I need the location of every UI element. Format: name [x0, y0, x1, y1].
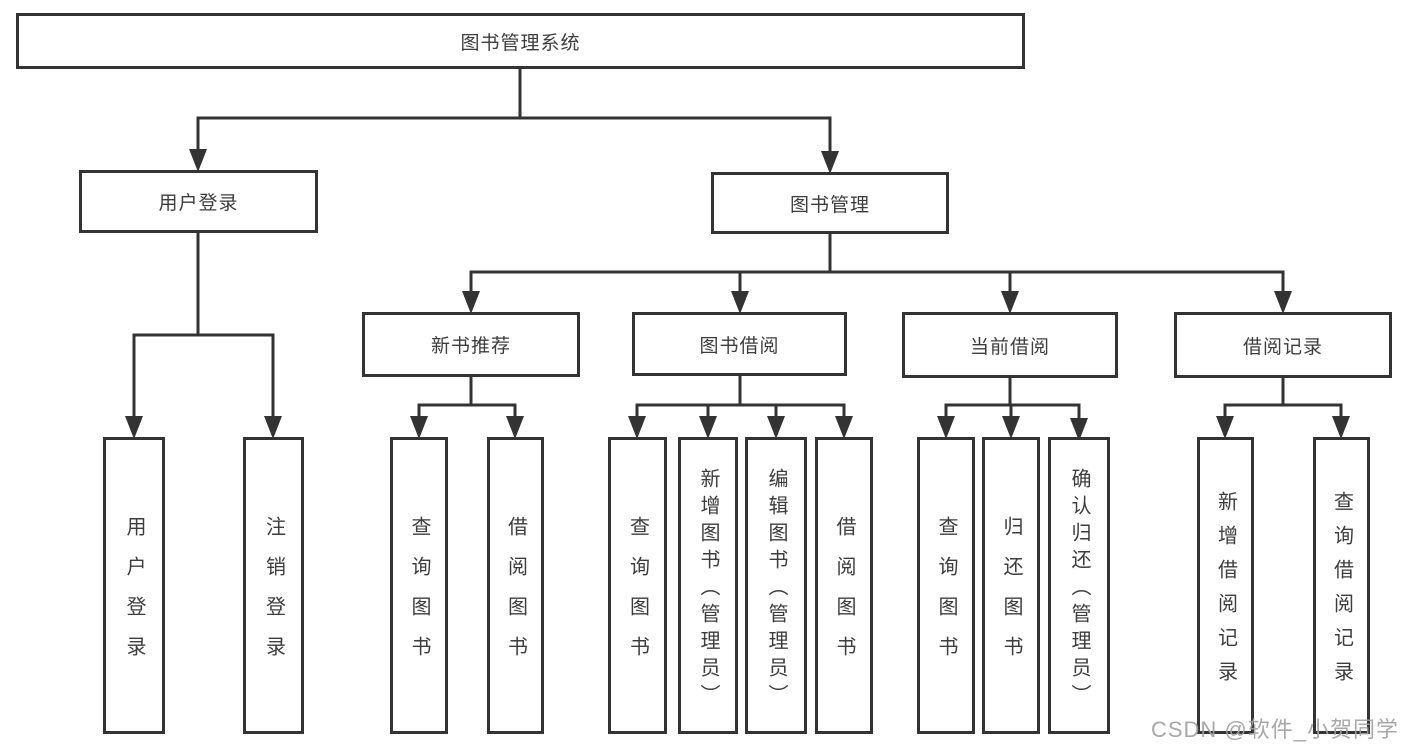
arrowhead-icon: [731, 291, 749, 314]
node-book-management: 图书管理: [711, 172, 949, 234]
arrowhead-icon: [767, 416, 785, 439]
leaf-label: 查询借阅记录: [1330, 490, 1353, 695]
leaf-borrow-books: 借阅图书: [815, 437, 873, 734]
node-book-borrowing: 图书借阅: [632, 312, 847, 376]
leaf-logout: 注销登录: [243, 437, 304, 734]
arrowhead-icon: [189, 149, 207, 172]
leaf-label: 查询图书: [935, 515, 957, 676]
arrowhead-icon: [125, 416, 143, 439]
leaf-add-borrow-record: 新增借阅记录: [1197, 437, 1254, 734]
node-library-management-system: 图书管理系统: [16, 13, 1025, 69]
node-current-borrowing: 当前借阅: [902, 312, 1118, 378]
node-label: 图书借阅: [699, 335, 780, 357]
leaf-label: 用户登录: [123, 515, 145, 676]
node-user-login: 用户登录: [79, 170, 318, 233]
node-borrowing-records: 借阅记录: [1174, 312, 1392, 378]
leaf-label: 借阅图书: [833, 515, 855, 676]
arrowhead-icon: [1002, 416, 1020, 439]
leaf-query-books-current: 查询图书: [917, 437, 975, 734]
leaf-label: 新增借阅记录: [1214, 490, 1237, 695]
leaf-edit-book-admin: 编辑图书（管理员）: [745, 437, 807, 734]
leaf-confirm-return-admin: 确认归还（管理员）: [1048, 437, 1110, 734]
arrowhead-icon: [835, 416, 853, 439]
node-label: 图书管理系统: [460, 32, 581, 54]
arrowhead-icon: [1216, 416, 1234, 439]
node-label: 图书管理: [789, 194, 870, 216]
node-label: 用户登录: [158, 193, 239, 214]
arrowhead-icon: [1274, 291, 1292, 314]
node-label: 借阅记录: [1242, 336, 1323, 358]
leaf-label: 借阅图书: [504, 515, 527, 676]
leaf-label: 归还图书: [1000, 515, 1022, 676]
leaf-query-borrow-record: 查询借阅记录: [1313, 437, 1370, 734]
node-new-book-recommendation: 新书推荐: [362, 312, 580, 377]
arrowhead-icon: [1070, 418, 1088, 441]
leaf-label: 查询图书: [626, 515, 649, 676]
arrowhead-icon: [410, 416, 428, 439]
leaf-label: 注销登录: [262, 515, 285, 676]
arrowhead-icon: [1332, 416, 1350, 439]
node-label: 当前借阅: [969, 336, 1050, 358]
arrowhead-icon: [1001, 291, 1019, 314]
arrowhead-icon: [506, 416, 524, 439]
leaf-borrow-books-recommend: 借阅图书: [487, 437, 544, 734]
arrowhead-icon: [699, 416, 717, 439]
csdn-watermark: CSDN @软件_小贺同学: [1150, 717, 1399, 742]
arrowhead-icon: [628, 416, 646, 439]
leaf-label: 编辑图书（管理员）: [765, 467, 787, 711]
arrowhead-icon: [264, 416, 282, 439]
leaf-add-book-admin: 新增图书（管理员）: [678, 437, 738, 734]
arrowhead-icon: [937, 416, 955, 439]
arrowhead-icon: [462, 291, 480, 314]
node-label: 新书推荐: [430, 336, 511, 357]
leaf-query-books-recommend: 查询图书: [390, 437, 448, 734]
leaf-return-book: 归还图书: [982, 437, 1040, 734]
leaf-user-login: 用户登录: [103, 437, 165, 734]
leaf-label: 新增图书（管理员）: [697, 467, 719, 711]
arrowhead-icon: [821, 151, 839, 174]
leaf-label: 确认归还（管理员）: [1068, 467, 1090, 711]
leaf-query-books-borrowing: 查询图书: [608, 437, 667, 734]
leaf-label: 查询图书: [408, 515, 430, 676]
